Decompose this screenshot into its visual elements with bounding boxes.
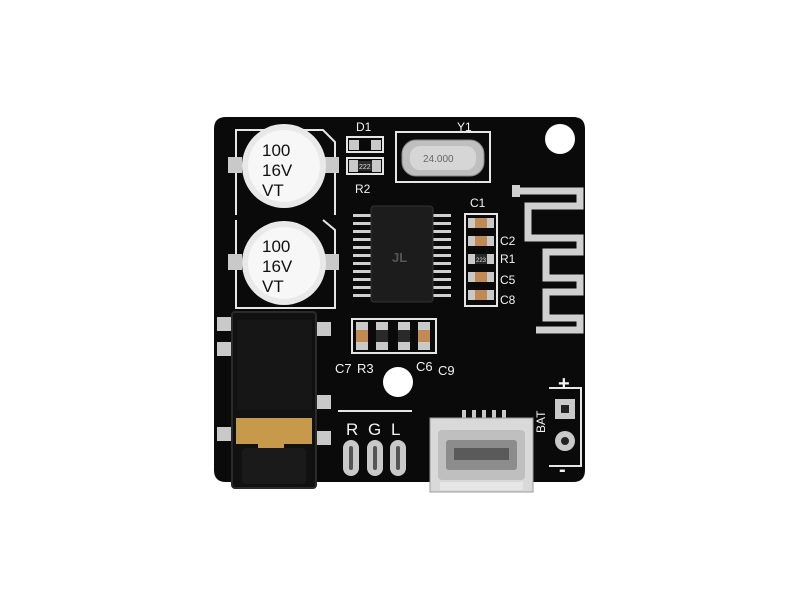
r1-marking: 223 <box>476 258 487 264</box>
chip-marking: JL <box>392 250 407 265</box>
label-c1: C1 <box>470 196 486 210</box>
crystal-outline <box>395 131 491 183</box>
capacitor-bottom-line1: 100 <box>262 237 290 256</box>
label-r3: R3 <box>357 361 374 376</box>
label-c7: C7 <box>335 361 352 376</box>
label-bat: BAT <box>534 410 548 433</box>
label-plus: + <box>558 373 570 395</box>
label-c8: C8 <box>500 293 516 307</box>
mounting-hole-center <box>383 367 413 397</box>
r2-marking: 222 <box>359 164 371 171</box>
label-c9: C9 <box>438 363 455 378</box>
capacitor-top: 100 16V VT <box>228 124 339 208</box>
smd-column <box>464 213 498 307</box>
audio-jack <box>217 311 331 489</box>
bat-outline <box>549 387 582 467</box>
smd-row <box>351 318 437 354</box>
mounting-hole-top-right <box>545 124 575 154</box>
main-ic-chip: JL <box>353 205 451 303</box>
pcb-antenna <box>516 187 584 334</box>
capacitor-top-line3: VT <box>262 181 284 200</box>
label-g: G <box>368 420 381 439</box>
crystal-marking: 24.000 <box>423 154 454 165</box>
label-r: R <box>346 420 358 439</box>
capacitor-bottom: 100 16V VT <box>228 221 339 305</box>
capacitor-top-line2: 16V <box>262 161 293 180</box>
label-l: L <box>391 420 400 439</box>
diode-d1 <box>346 136 384 153</box>
label-minus: - <box>559 459 566 481</box>
capacitor-outline-bottom <box>235 219 336 309</box>
label-y1: Y1 <box>457 120 472 134</box>
capacitor-top-line1: 100 <box>262 141 290 160</box>
capacitor-bottom-line2: 16V <box>262 257 293 276</box>
capacitor-bottom-line3: VT <box>262 277 284 296</box>
label-r1: R1 <box>500 252 516 266</box>
resistor-r2 <box>346 157 384 175</box>
label-c6: C6 <box>416 359 433 374</box>
rgl-pads <box>338 410 412 476</box>
label-d1: D1 <box>356 120 372 134</box>
micro-usb-port <box>429 410 534 493</box>
label-c2: C2 <box>500 234 516 248</box>
label-c5: C5 <box>500 273 516 287</box>
label-r2: R2 <box>355 182 371 196</box>
